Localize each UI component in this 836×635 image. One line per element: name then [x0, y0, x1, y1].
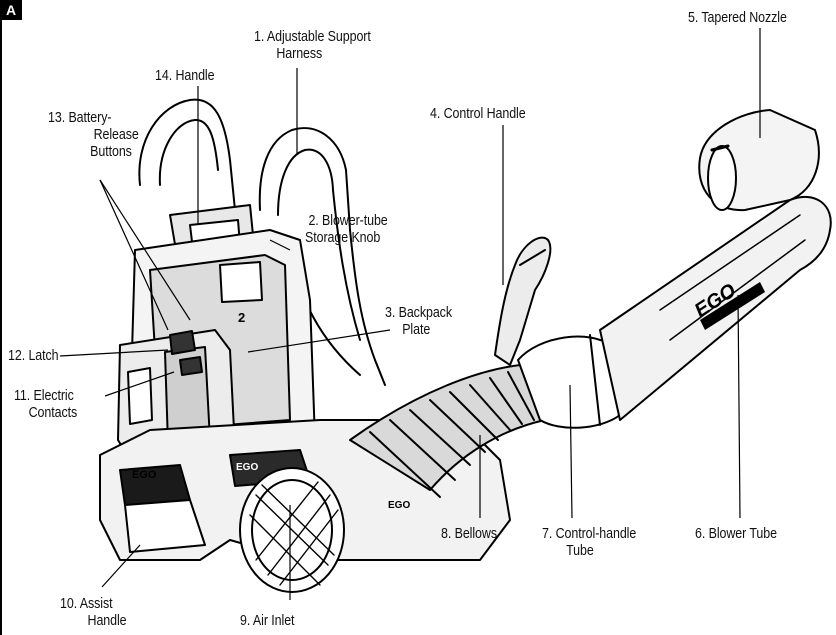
electric-contacts	[179, 356, 203, 376]
label-bellows: 8. Bellows	[441, 526, 497, 542]
label-control-handle-tube: 7. Control-handle Tube	[542, 526, 637, 559]
figure-tag: A	[0, 0, 22, 20]
brand-mark-2: EGO	[236, 462, 258, 473]
label-blower-tube: 6. Blower Tube	[695, 526, 777, 542]
label-electric-contacts: 11. Electric Contacts	[14, 388, 78, 421]
assist-handle	[124, 499, 206, 553]
label-tapered-nozzle: 5. Tapered Nozzle	[688, 10, 787, 26]
brand-mark-3: EGO	[388, 500, 410, 511]
blower-tube	[599, 195, 832, 421]
label-latch: 12. Latch	[8, 348, 59, 364]
model-mark: 2	[238, 310, 245, 325]
brand-mark-1: EGO	[132, 469, 157, 481]
label-control-handle: 4. Control Handle	[430, 106, 526, 122]
label-air-inlet: 9. Air Inlet	[240, 613, 295, 629]
latch	[169, 330, 196, 355]
label-battery-release-buttons: 13. Battery- Release Buttons	[48, 110, 139, 160]
label-assist-handle: 10. Assist Handle	[60, 596, 127, 629]
label-storage-knob: 2. Blower-tube Storage Knob	[305, 213, 388, 246]
leader-lines	[59, 28, 761, 600]
label-harness: 1. Adjustable Support Harness	[254, 29, 371, 62]
control-handle	[494, 236, 552, 366]
label-backpack-plate: 3. Backpack Plate	[385, 305, 452, 338]
label-handle-top: 14. Handle	[155, 68, 215, 84]
air-inlet	[239, 467, 345, 593]
